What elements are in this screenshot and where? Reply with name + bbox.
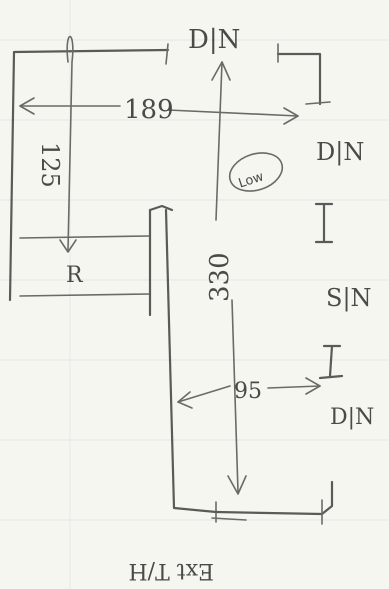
top-right-ticks	[277, 43, 331, 105]
dim-125-label: 125	[36, 142, 64, 188]
label-bottom-ext-th: Ext T/H	[128, 558, 214, 583]
left-room-wall	[8, 48, 170, 302]
dim-95-arrow-right	[305, 377, 321, 395]
left-room-partition-2	[19, 293, 151, 297]
top-right-wall	[276, 52, 322, 106]
dim-189-arrow-right	[283, 107, 299, 125]
left-room-partition-1	[19, 235, 151, 239]
bottom-wall-ticks	[211, 499, 323, 525]
dim-330-arrow-bottom	[227, 475, 247, 495]
label-right-sn: S|N	[326, 284, 372, 313]
dim-125-arrowhead	[59, 239, 77, 253]
dim-330-line	[215, 61, 239, 493]
right-marker-upper	[314, 202, 334, 244]
label-top-dn: D|N	[188, 25, 240, 55]
label-right-dn-upper: D|N	[316, 138, 364, 167]
dim-189-arrow-left	[19, 97, 35, 115]
dim-95-label: 95	[234, 379, 262, 404]
left-room-corner-tick	[165, 43, 169, 65]
bottom-wall	[214, 510, 324, 516]
label-low-note: Low	[237, 169, 266, 191]
dim-95-arrow-left	[177, 391, 193, 409]
left-room-step	[148, 204, 174, 212]
dim-330-arrow-top	[211, 61, 231, 81]
bottom-right-corner	[320, 480, 334, 516]
right-marker-lower	[318, 344, 344, 380]
dim-189-label: 189	[124, 95, 174, 125]
dim-189-line	[19, 105, 299, 117]
low-note-circle	[228, 152, 284, 192]
dim-330-label: 330	[205, 252, 235, 302]
dim-95-line	[177, 385, 321, 403]
label-room-letter: R	[66, 263, 84, 288]
label-right-dn-lower: D|N	[330, 405, 374, 430]
corridor-left-wall	[164, 208, 218, 514]
dim-125-line	[66, 36, 74, 251]
